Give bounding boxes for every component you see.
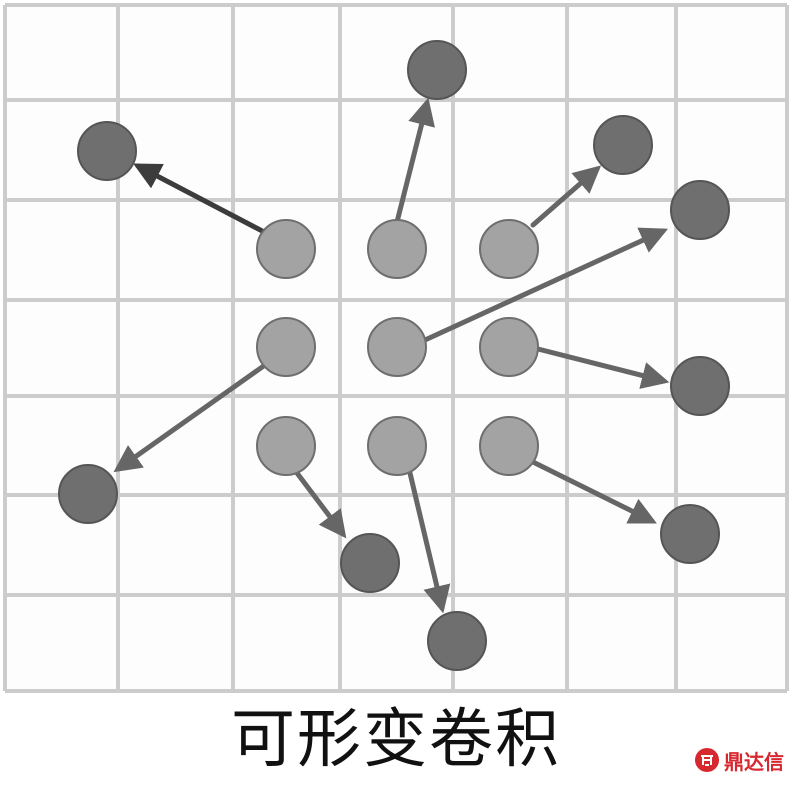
sampling-point [256,317,316,377]
offset-arrow [133,163,269,236]
watermark-text: 鼎达信 [724,749,784,774]
sampling-point [367,317,427,377]
brand-logo-icon [695,748,719,772]
grid [3,3,789,693]
deformed-sampling-points [58,40,730,671]
regular-sampling-points [256,219,539,476]
sampling-point [479,416,539,476]
offset-point [407,40,467,100]
offset-point [58,464,118,524]
offset-point [660,504,720,564]
offset-point [427,611,487,671]
offset-point [77,121,137,181]
sampling-point [256,219,316,279]
offset-point [670,356,730,416]
offset-point [593,115,653,175]
offset-arrow [535,346,670,389]
sampling-point [479,219,539,279]
sampling-point [256,416,316,476]
offset-arrow [113,362,268,473]
offset-arrow [530,165,602,228]
offset-arrow [422,227,669,343]
offset-arrow [407,470,451,614]
offset-arrow [294,470,347,539]
offset-arrows [113,97,670,614]
sampling-point [367,416,427,476]
watermark: 鼎达信 [694,745,784,775]
offset-point [340,533,400,593]
sampling-point [367,219,427,279]
sampling-point [479,317,539,377]
offset-arrow [530,459,657,524]
caption: 可形变卷积 [231,703,561,777]
offset-point [670,180,730,240]
offset-arrow [394,97,435,225]
